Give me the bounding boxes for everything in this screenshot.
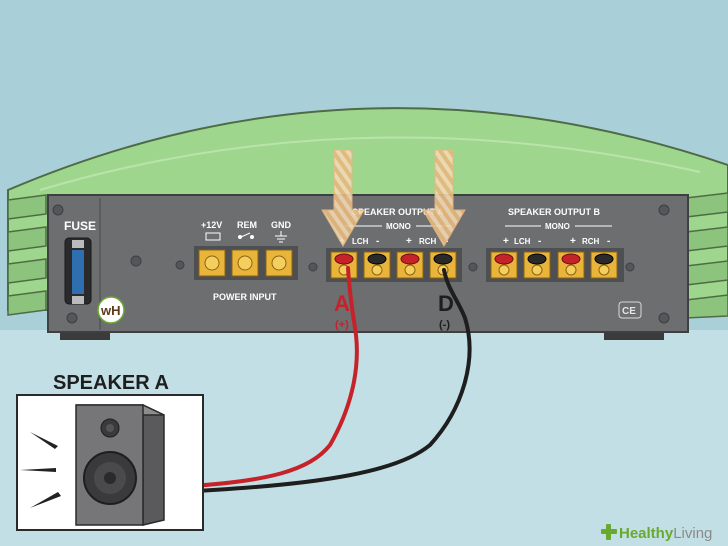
power-terminal[interactable] [198, 249, 226, 277]
terminal-lch-negative[interactable] [363, 251, 391, 279]
minus-sign: - [607, 236, 610, 247]
plus-cross-icon [601, 524, 617, 540]
power-terminal-label-gnd: GND [271, 220, 292, 230]
sound-wave-icon [20, 432, 61, 508]
minus-sign: - [376, 236, 379, 247]
power-input-label: POWER INPUT [213, 292, 277, 302]
terminal-b-lch-negative[interactable] [523, 251, 551, 279]
battery-icon [205, 232, 221, 241]
ce-mark: CE [618, 301, 642, 319]
arrow-down-icon [321, 149, 365, 247]
negative-wire [173, 268, 472, 494]
positive-wire [173, 266, 359, 489]
terminal-b-lch-positive[interactable] [490, 251, 518, 279]
speaker-output-b-section: SPEAKER OUTPUT B MONO + LCH - + RCH - [486, 207, 624, 282]
brand-name-light: Living [673, 525, 712, 542]
terminal-b-rch-positive[interactable] [557, 251, 585, 279]
screw-icon [308, 262, 318, 272]
callout-a-polarity: (+) [335, 319, 349, 331]
screw-icon [66, 312, 78, 324]
lch-label-a: LCH [352, 237, 369, 246]
ce-mark-text: CE [622, 306, 636, 317]
speaker-output-a-label: SPEAKER OUTPUT A [352, 207, 444, 217]
plus-sign: + [406, 236, 412, 247]
plus-sign: + [570, 236, 576, 247]
screw-icon [52, 204, 64, 216]
ground-icon [275, 231, 287, 243]
lch-label-b: LCH [514, 237, 531, 246]
left-heat-fins [7, 194, 47, 316]
mono-label-a: MONO [386, 222, 411, 231]
power-input-section: +12V REM GND POWER INPUT [194, 220, 298, 302]
power-terminal-label-rem: REM [237, 220, 257, 230]
right-heat-fins [685, 192, 728, 319]
fuse-label: FUSE [64, 219, 96, 233]
healthy-living-logo: HealthyLiving [601, 524, 712, 542]
brand-name-bold: Healthy [619, 525, 674, 542]
switch-icon [238, 232, 254, 239]
screw-icon [658, 312, 670, 324]
terminal-lch-positive[interactable] [330, 251, 358, 279]
speaker-output-a-section: SPEAKER OUTPUT A MONO + LCH - + RCH - [326, 207, 462, 282]
terminal-b-rch-negative[interactable] [590, 251, 618, 279]
wikihow-logo-text: wH [100, 303, 121, 318]
speaker-icon [75, 403, 165, 526]
screw-icon [625, 262, 635, 272]
power-terminal[interactable] [231, 249, 259, 277]
speaker-label: SPEAKER A [53, 372, 169, 394]
rch-label-a: RCH [419, 237, 437, 246]
brand-name: HealthyLiving [619, 525, 712, 542]
speaker-output-b-label: SPEAKER OUTPUT B [508, 207, 601, 217]
power-terminal-label-12v: +12V [201, 220, 222, 230]
fuse-holder [64, 237, 92, 305]
callout-d-letter: D [438, 291, 454, 316]
plus-sign: + [503, 236, 509, 247]
power-terminal[interactable] [265, 249, 293, 277]
screw-icon [658, 204, 670, 216]
rch-label-b: RCH [582, 237, 600, 246]
callout-d-polarity: (-) [439, 319, 450, 331]
screw-icon [130, 255, 142, 267]
amplifier-body [7, 107, 728, 340]
screw-icon [468, 262, 478, 272]
mono-label-b: MONO [545, 222, 570, 231]
wikihow-logo: wH [97, 296, 125, 324]
screw-icon [175, 260, 185, 270]
terminal-rch-positive[interactable] [396, 251, 424, 279]
callout-a-letter: A [334, 291, 350, 316]
minus-sign: - [538, 236, 541, 247]
arrow-down-icon [422, 149, 466, 247]
